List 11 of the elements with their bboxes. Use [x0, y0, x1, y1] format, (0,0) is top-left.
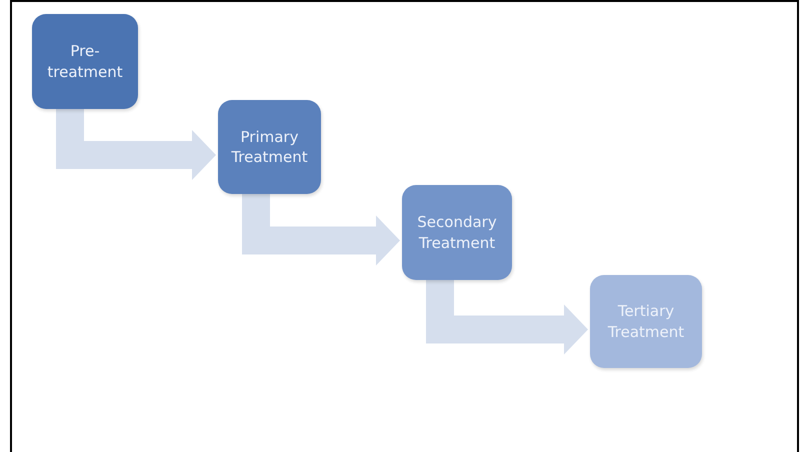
bent-arrow: [242, 194, 400, 266]
process-box: [218, 100, 321, 194]
step-label: Primary Treatment: [230, 126, 309, 168]
process-box: [590, 275, 702, 368]
bent-arrow: [426, 280, 588, 354]
step-label: Secondary Treatment: [416, 212, 498, 253]
step-label: Pre-treatment: [46, 41, 124, 82]
bent-arrow: [56, 109, 216, 180]
process-box: [32, 14, 138, 109]
process-box: [402, 185, 512, 280]
step-label: Tertiary Treatment: [606, 301, 686, 342]
